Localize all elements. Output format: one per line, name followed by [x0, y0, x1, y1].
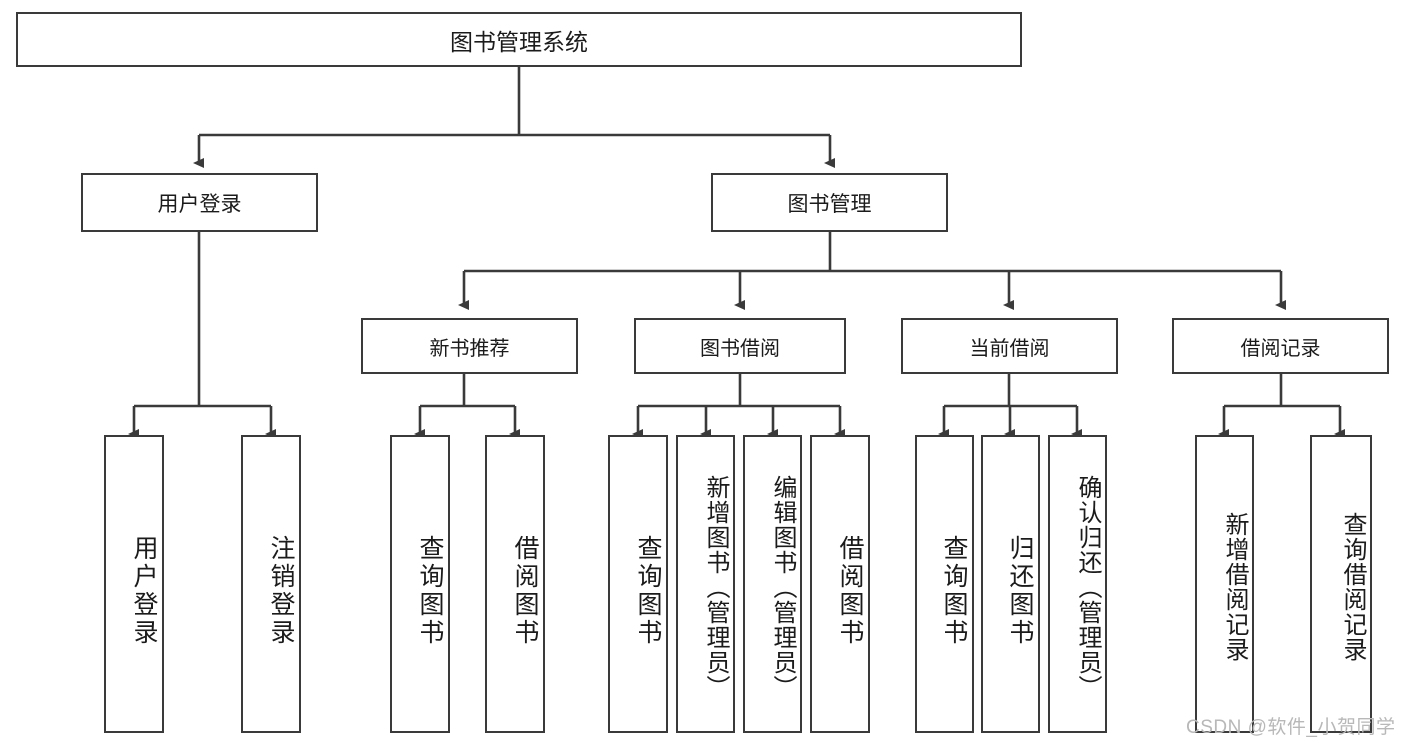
- node-label: 用户登录: [130, 535, 158, 647]
- node-label: 查询图书: [940, 535, 968, 647]
- leaf-user-login[interactable]: 用户登录: [104, 435, 164, 733]
- leaf-query-book-current[interactable]: 查询图书: [915, 435, 974, 733]
- node-label: 图书管理系统: [450, 28, 588, 55]
- leaf-query-borrow-record[interactable]: 查询借阅记录: [1310, 435, 1372, 733]
- node-label: 借阅图书: [511, 535, 539, 647]
- leaf-query-book-recommend[interactable]: 查询图书: [390, 435, 450, 733]
- leaf-logout[interactable]: 注销登录: [241, 435, 301, 733]
- leaf-confirm-return-admin[interactable]: 确认归还（管理员）: [1048, 435, 1107, 733]
- leaf-return-book[interactable]: 归还图书: [981, 435, 1040, 733]
- node-label: 编辑图书（管理员）: [769, 474, 796, 700]
- node-label: 图书管理: [787, 192, 872, 216]
- node-new-book-recommend[interactable]: 新书推荐: [361, 318, 578, 374]
- node-label: 确认归还（管理员）: [1074, 474, 1101, 700]
- node-label: 归还图书: [1006, 535, 1034, 647]
- node-label: 查询图书: [634, 535, 662, 647]
- leaf-borrow-book[interactable]: 借阅图书: [810, 435, 870, 733]
- leaf-add-borrow-record[interactable]: 新增借阅记录: [1195, 435, 1254, 733]
- node-label: 借阅图书: [836, 535, 864, 647]
- node-book-borrow[interactable]: 图书借阅: [634, 318, 846, 374]
- csdn-watermark: CSDN @软件_小贺同学: [1186, 717, 1396, 738]
- node-label: 查询图书: [416, 535, 444, 647]
- node-label: 用户登录: [157, 192, 242, 216]
- node-book-management[interactable]: 图书管理: [711, 173, 948, 232]
- leaf-edit-book-admin[interactable]: 编辑图书（管理员）: [743, 435, 802, 733]
- node-label: 注销登录: [267, 535, 295, 647]
- node-label: 当前借阅: [969, 337, 1050, 360]
- leaf-add-book-admin[interactable]: 新增图书（管理员）: [676, 435, 735, 733]
- node-root-system[interactable]: 图书管理系统: [16, 12, 1022, 67]
- node-label: 新增借阅记录: [1221, 512, 1248, 662]
- node-label: 查询借阅记录: [1339, 512, 1366, 662]
- node-label: 借阅记录: [1240, 337, 1321, 360]
- leaf-borrow-book-recommend[interactable]: 借阅图书: [485, 435, 545, 733]
- node-label: 新书推荐: [429, 337, 510, 360]
- node-label: 新增图书（管理员）: [702, 474, 729, 700]
- node-user-login[interactable]: 用户登录: [81, 173, 318, 232]
- node-label: 图书借阅: [700, 337, 780, 360]
- leaf-query-book-borrow[interactable]: 查询图书: [608, 435, 668, 733]
- node-current-borrow[interactable]: 当前借阅: [901, 318, 1118, 374]
- node-borrow-record[interactable]: 借阅记录: [1172, 318, 1389, 374]
